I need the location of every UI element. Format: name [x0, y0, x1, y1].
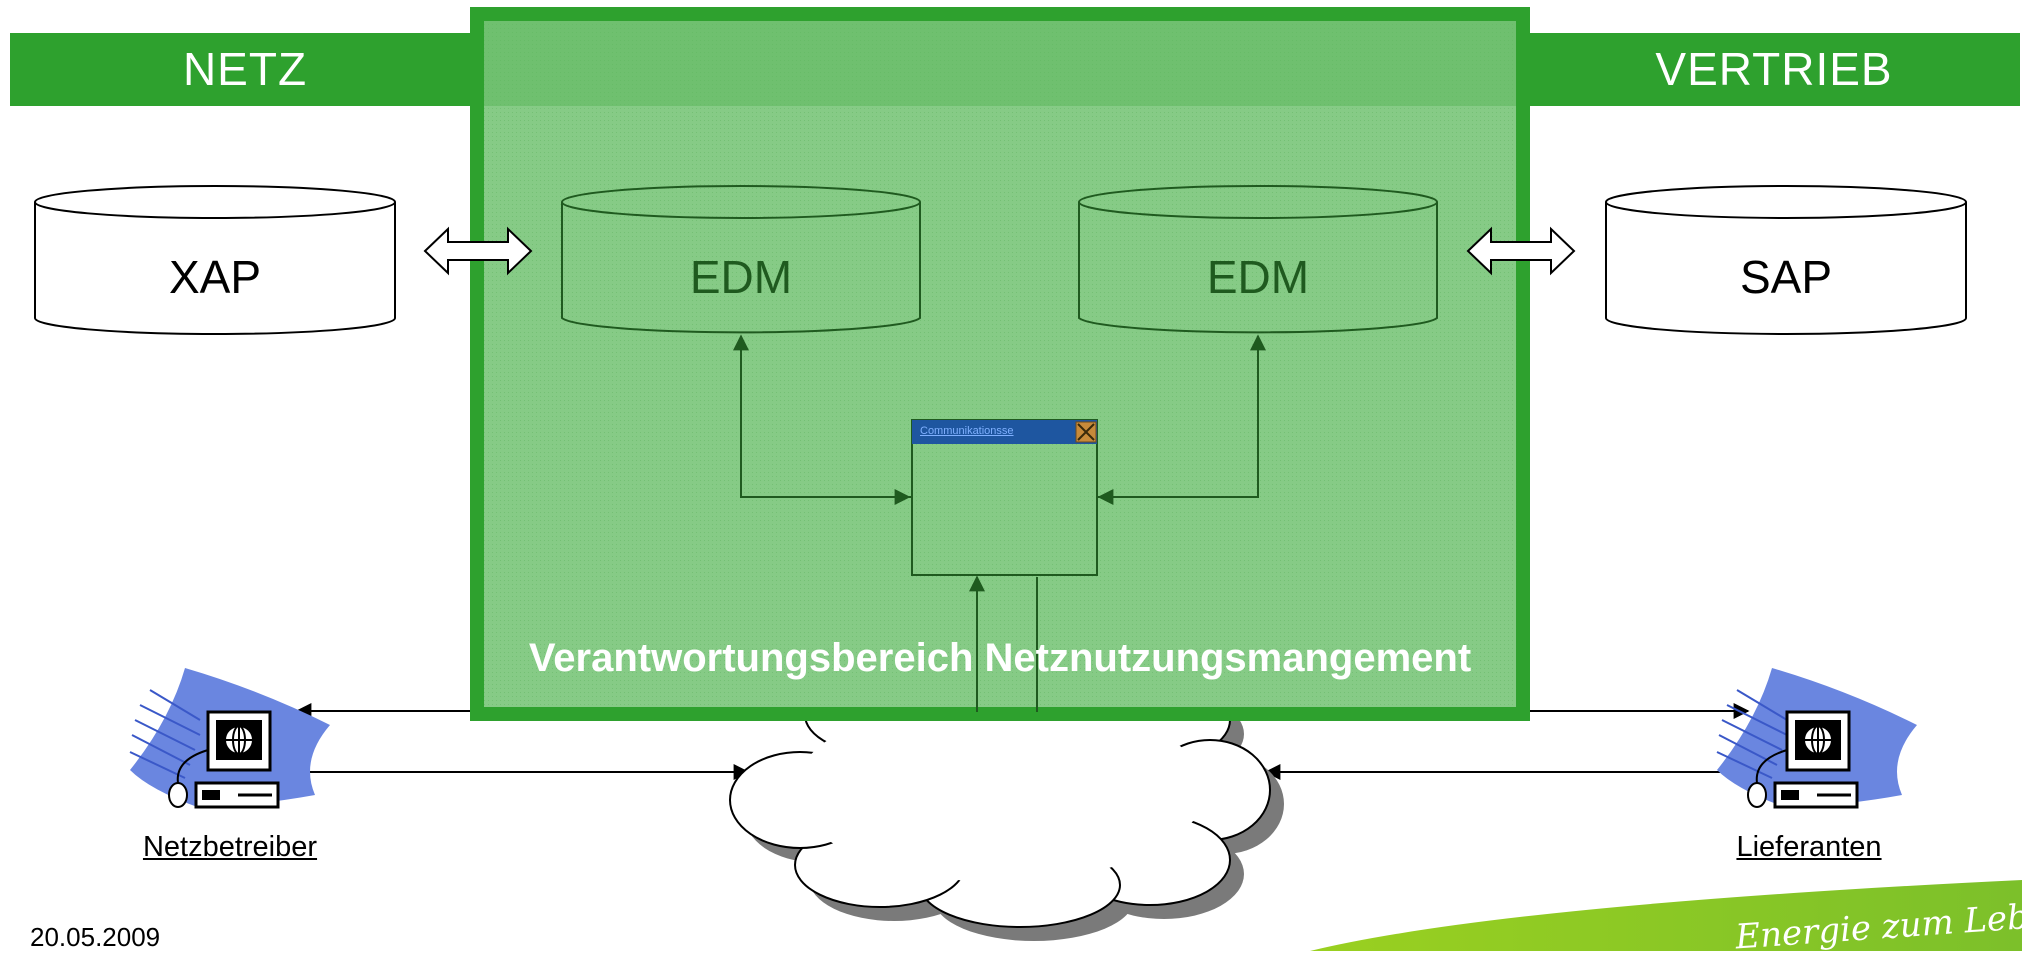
sap-label: SAP — [1739, 251, 1833, 303]
computer-icon-left — [129, 668, 330, 809]
double-arrow-left — [423, 226, 533, 276]
computer-icon-right — [1716, 668, 1917, 809]
xap-label: XAP — [168, 251, 262, 303]
lieferanten-link[interactable]: Lieferanten — [1736, 831, 1882, 863]
database-sap — [1605, 185, 1967, 335]
database-edm-right — [1078, 185, 1438, 334]
slogan-banner — [1310, 880, 2022, 951]
netzbetreiber-link[interactable]: Netzbetreiber — [142, 831, 318, 863]
communication-window — [911, 419, 1098, 576]
connector-lines — [295, 703, 1750, 780]
edm-right-label: EDM — [1206, 251, 1310, 303]
edm-left-label: EDM — [689, 251, 793, 303]
double-arrow-right — [1466, 226, 1576, 276]
header-bar-netz: NETZ — [10, 33, 480, 106]
communication-window-title: Communikationsse — [920, 425, 1014, 437]
header-netz-label: NETZ — [182, 43, 308, 95]
header-vertrieb-label: VERTRIEB — [1655, 43, 1893, 95]
responsibility-panel — [470, 7, 1530, 721]
database-xap — [34, 185, 396, 335]
edm-connectors — [733, 334, 1266, 712]
header-bar-vertrieb: VERTRIEB — [1528, 33, 2020, 106]
panel-title: Verantwortungsbereich Netznutzungsmangem… — [528, 636, 1472, 680]
footer-date: 20.05.2009 — [30, 922, 161, 952]
database-edm-left — [561, 185, 921, 334]
